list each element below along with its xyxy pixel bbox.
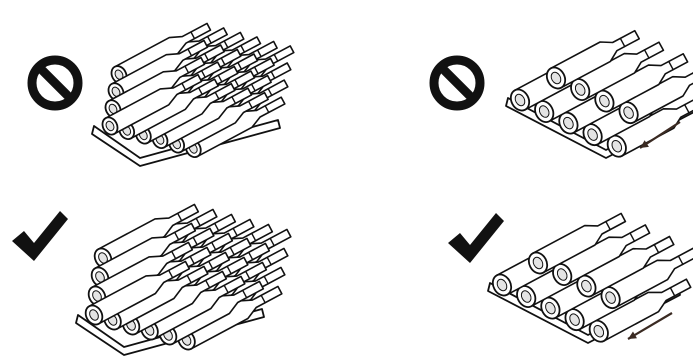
no-entry-icon: [26, 54, 84, 112]
panel-single-layer-wrong: [420, 0, 693, 170]
bottle-rack-stacked: [88, 8, 273, 168]
panel-single-layer-correct: [430, 185, 693, 357]
bottle-rack-single-layer: [502, 18, 692, 168]
panel-stacked-wrong: [0, 0, 300, 170]
no-entry-icon: [428, 54, 486, 112]
panel-stacked-correct: [0, 185, 300, 357]
bottle-rack-stacked: [68, 195, 268, 357]
bottle-rack-single-layer: [482, 203, 692, 353]
checkmark-icon: [8, 207, 70, 265]
